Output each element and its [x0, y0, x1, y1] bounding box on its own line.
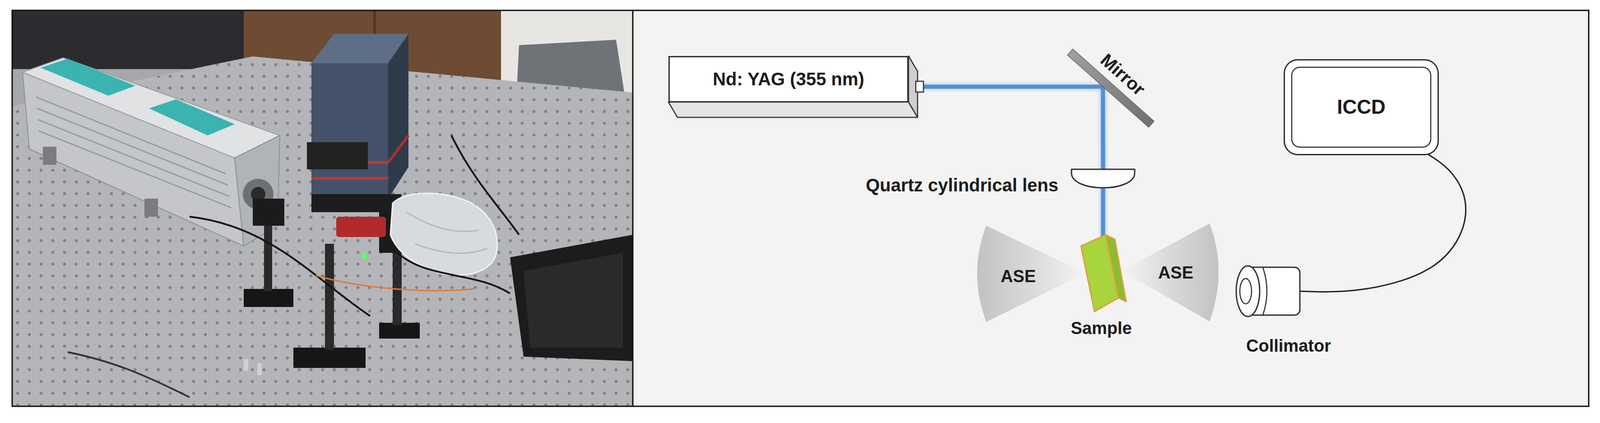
laser-beam	[1100, 86, 1105, 170]
optical-table-holes	[12, 56, 633, 407]
lab-photo	[12, 10, 633, 407]
cable	[397, 252, 511, 294]
emission-cone	[1121, 223, 1219, 322]
schematic-panel	[632, 10, 1589, 407]
laser-bottom-face	[668, 102, 918, 118]
post-base	[243, 288, 294, 307]
laser-foot	[144, 198, 158, 217]
node-label: Quartz cylindrical lens	[864, 174, 1059, 196]
laser-vent	[37, 119, 230, 197]
node-label: ASE	[1000, 266, 1037, 287]
node-label: Mirror	[1095, 49, 1150, 101]
post-base	[293, 347, 366, 368]
iccd-monitor: ICCD	[1283, 59, 1439, 156]
collimator-lens	[1239, 278, 1252, 304]
laser-beam	[923, 84, 1104, 89]
optical-table	[12, 56, 633, 407]
lens-shape	[1071, 169, 1135, 188]
camera-stripe	[311, 176, 389, 180]
sample-stage	[336, 216, 386, 237]
collimator-face	[1236, 265, 1260, 317]
laser-vent	[37, 108, 228, 186]
post-base	[379, 322, 420, 339]
node-label: ICCD	[1283, 59, 1439, 156]
cable	[315, 275, 474, 291]
laser-foot	[42, 146, 57, 165]
sample-front	[1080, 234, 1119, 312]
collimator-band	[1262, 267, 1267, 316]
post-rod	[324, 243, 334, 350]
cable	[189, 216, 371, 316]
laser-label-panel	[40, 58, 136, 96]
lens-mount	[306, 142, 368, 170]
camera-base	[311, 194, 402, 213]
laser-vent	[36, 97, 226, 174]
laser-beam	[1101, 187, 1106, 237]
laser-output-port	[915, 81, 924, 93]
camera-side	[388, 33, 409, 199]
photo-ground	[12, 10, 633, 407]
cylindrical-lens: Quartz cylindrical lens	[812, 164, 1138, 197]
figure-frame	[12, 10, 1589, 407]
bag-crease	[415, 243, 488, 254]
laser-box: Nd: YAG (355 nm)	[668, 55, 924, 120]
camera-front	[311, 63, 389, 199]
ase-cone: ASE	[1119, 221, 1230, 325]
bag-crease	[406, 212, 479, 232]
optic-holder	[252, 198, 285, 226]
mirror-plate	[1067, 49, 1155, 128]
emission-cone	[977, 225, 1086, 322]
sample-glow	[361, 252, 368, 260]
node-label: ASE	[1157, 263, 1195, 283]
signal-cable	[1299, 154, 1466, 293]
mirror: Mirror	[1056, 40, 1160, 136]
screw	[243, 358, 249, 371]
plastic-bag	[390, 193, 498, 276]
laser-label-panel	[148, 99, 235, 136]
cable	[451, 135, 520, 235]
collimator: Collimator	[1227, 257, 1350, 362]
screw	[257, 363, 262, 376]
sample-slab: Sample	[1056, 227, 1147, 341]
node-label: Collimator	[1227, 334, 1350, 358]
node-label: Sample	[1056, 317, 1147, 340]
ase-cone: ASE	[968, 223, 1087, 325]
panel-divider	[632, 10, 634, 407]
power-unit	[510, 234, 633, 362]
camera-stripe	[388, 135, 409, 163]
node-label: Nd: YAG (355 nm)	[668, 55, 909, 103]
cable	[67, 352, 190, 398]
laser-vent	[38, 130, 232, 208]
back-bench	[12, 10, 265, 70]
power-unit-face	[523, 252, 623, 348]
